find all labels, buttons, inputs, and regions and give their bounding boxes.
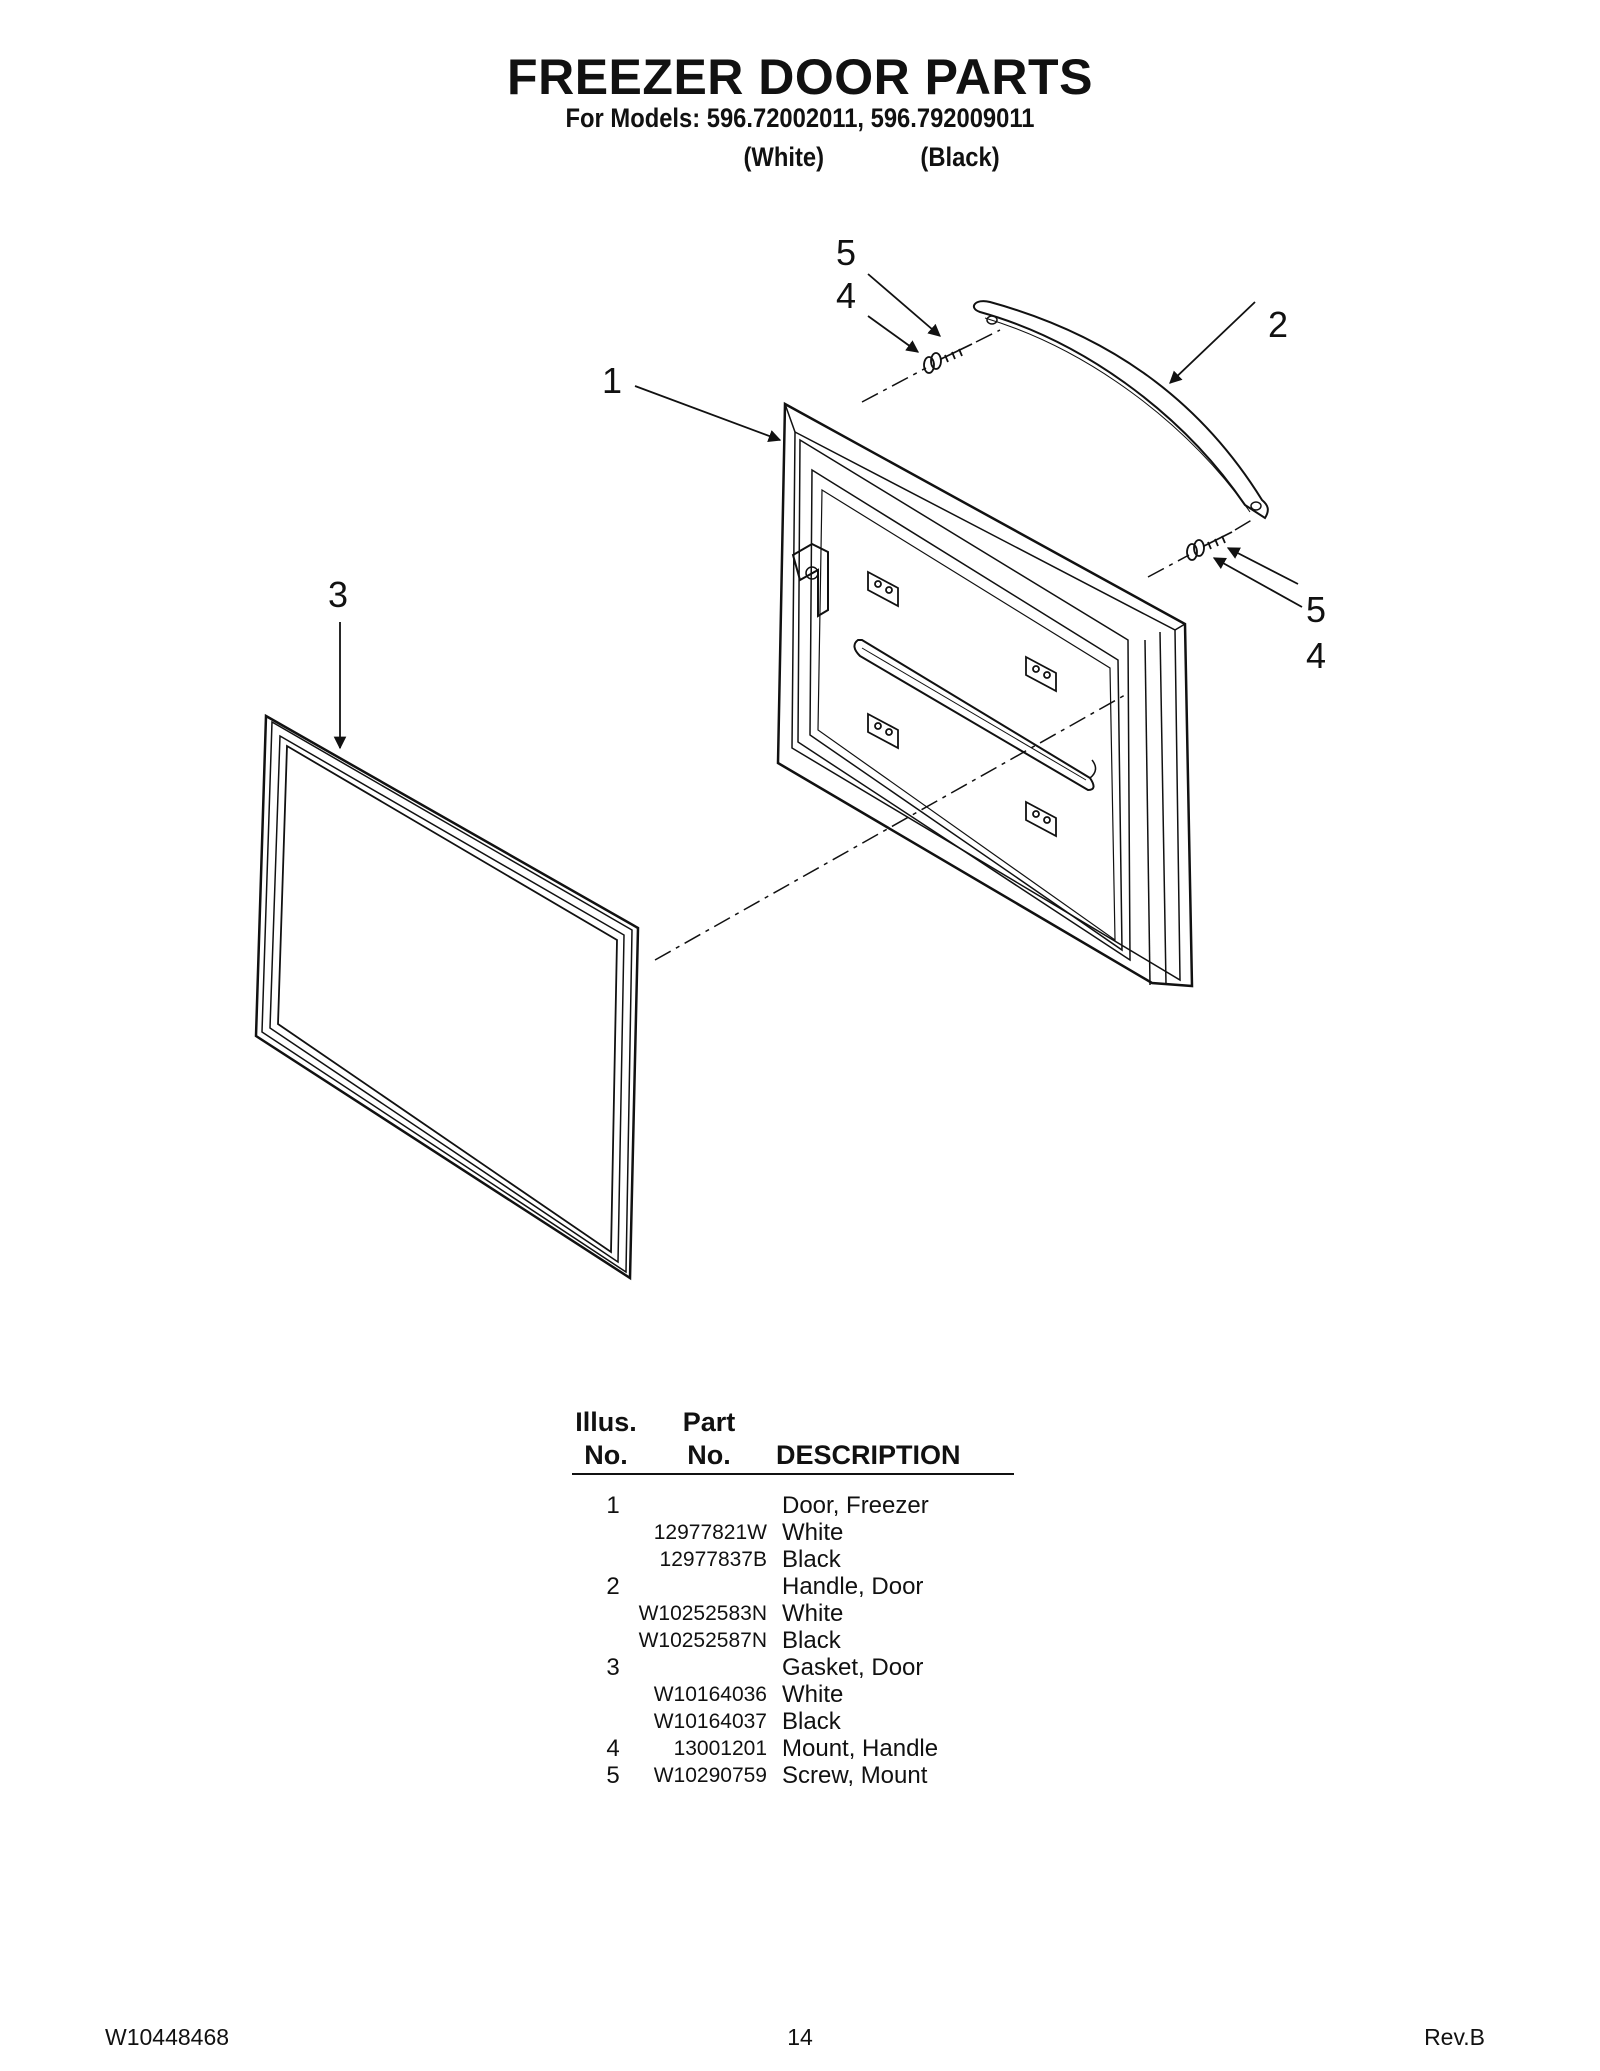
- table-row-illus: 4: [606, 1735, 620, 1762]
- table-row-desc: Mount, Handle: [782, 1735, 939, 1762]
- table-row-illus: [598, 1546, 628, 1573]
- table-row-part: 13001201: [673, 1737, 767, 1760]
- table-row-desc: Handle, Door: [782, 1573, 924, 1600]
- table-row-part: W10164036: [653, 1683, 767, 1706]
- table-row-part: 12977821W: [653, 1521, 767, 1544]
- table-header-part-line1: Part: [682, 1407, 736, 1437]
- table-row-desc: Black: [782, 1546, 841, 1573]
- table-row-part: W10164037: [653, 1710, 767, 1733]
- variant-black-label: (Black): [920, 142, 1000, 172]
- table-row-desc: Gasket, Door: [782, 1654, 924, 1681]
- table-row-illus: 2: [606, 1573, 620, 1600]
- table-row-illus: [598, 1681, 628, 1708]
- table-row-part: W10252583N: [638, 1602, 767, 1625]
- table-row-part: [630, 1492, 767, 1519]
- callout-4-top: 4: [836, 275, 856, 316]
- table-header-illus-line1: Illus.: [575, 1407, 637, 1437]
- table-row-desc: Door, Freezer: [782, 1492, 929, 1519]
- table-row-part: W10290759: [653, 1764, 767, 1787]
- table-row-desc: Screw, Mount: [782, 1762, 928, 1789]
- page-title: FREEZER DOOR PARTS: [507, 49, 1093, 105]
- variant-white-label: (White): [743, 142, 824, 172]
- table-row-illus: 3: [606, 1654, 620, 1681]
- table-row-part: [630, 1573, 767, 1600]
- table-row-illus: [598, 1519, 628, 1546]
- callout-3: 3: [328, 574, 348, 615]
- table-header-illus-line2: No.: [584, 1440, 628, 1470]
- table-row-illus: [598, 1627, 628, 1654]
- table-header-rule: [572, 1473, 1014, 1475]
- table-row-desc: Black: [782, 1627, 841, 1654]
- door-gasket-drawing: [254, 713, 640, 1281]
- callout-5-top: 5: [836, 232, 856, 273]
- table-header-part-line2: No.: [687, 1440, 731, 1470]
- callout-2: 2: [1268, 304, 1288, 345]
- callout-5-bottom: 5: [1306, 589, 1326, 630]
- callout-1: 1: [602, 360, 622, 401]
- mount-screw-top-drawing: [923, 343, 973, 374]
- mount-screw-bottom-drawing: [1186, 531, 1233, 561]
- table-row-illus: 1: [606, 1492, 620, 1519]
- exploded-parts-diagram: 1 2 3 4 5 4 5: [254, 232, 1326, 1281]
- footer-revision: Rev.B: [1424, 2024, 1485, 2050]
- models-line: For Models: 596.72002011, 596.792009011: [565, 103, 1035, 133]
- table-row-desc: White: [782, 1600, 844, 1627]
- table-row-illus: [598, 1600, 628, 1627]
- door-handle-drawing: [972, 300, 1269, 520]
- table-row-illus: 5: [606, 1762, 620, 1789]
- table-header-description: DESCRIPTION: [776, 1440, 961, 1470]
- table-row-part: 12977837B: [659, 1548, 767, 1571]
- table-row-desc: White: [782, 1681, 844, 1708]
- footer-doc-number: W10448468: [105, 2024, 230, 2050]
- table-row-desc: White: [782, 1519, 844, 1546]
- freezer-door-drawing: [776, 401, 1194, 988]
- footer-page-number: 14: [787, 2024, 813, 2050]
- callout-4-bottom: 4: [1306, 635, 1326, 676]
- table-row-part: W10252587N: [638, 1629, 767, 1652]
- table-row-desc: Black: [782, 1708, 841, 1735]
- table-row-illus: [598, 1708, 628, 1735]
- table-row-part: [630, 1654, 767, 1681]
